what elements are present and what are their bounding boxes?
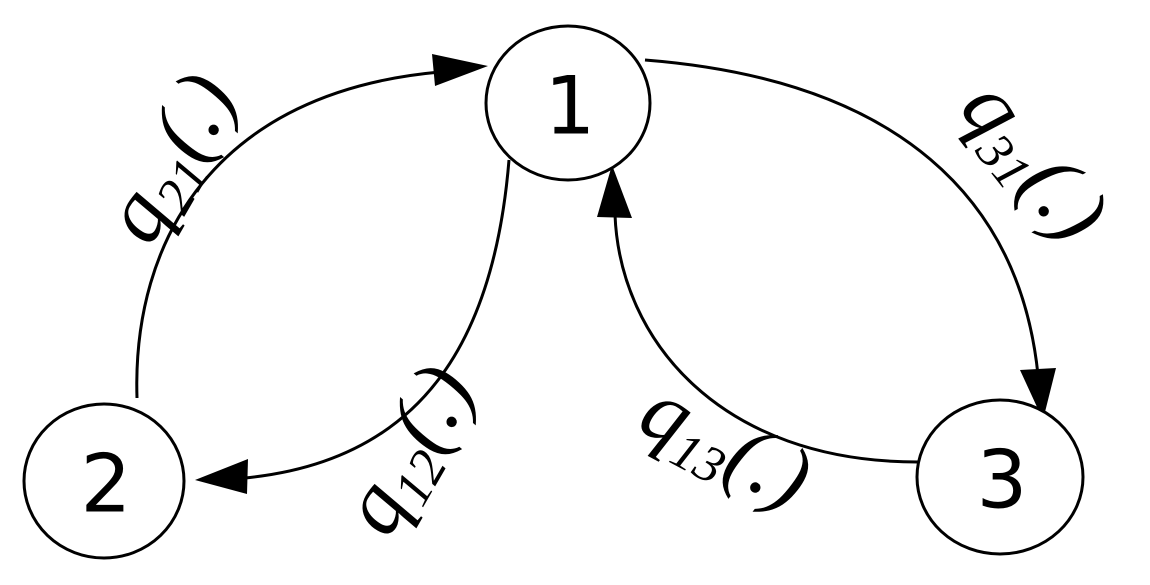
edge-2-to-1-line: [135, 70, 441, 399]
edge-label-q21-argument: (.): [131, 57, 255, 175]
edge-2-to-1-arrowhead: [432, 54, 488, 86]
edge-2-to-1: [135, 54, 488, 399]
edge-1-to-2-arrowhead: [195, 459, 248, 494]
svg-text:q13(.): q13(.): [623, 360, 827, 534]
edge-1-to-3: [644, 58, 1056, 420]
edge-3-to-1: [597, 165, 919, 464]
edge-1-to-2-line: [244, 159, 511, 480]
svg-text:q31(.): q31(.): [938, 61, 1128, 264]
edge-label-q21: q21(.): [83, 57, 261, 261]
node-1: 1: [484, 24, 652, 182]
node-3: 3: [915, 398, 1085, 556]
edge-label-q13-argument: (.): [710, 405, 827, 528]
node-3-label: 3: [977, 434, 1028, 527]
edge-label-q13: q13(.): [623, 360, 827, 534]
edge-label-q12-argument: (.): [369, 349, 493, 467]
edge-1-to-3-arrowhead: [1020, 368, 1056, 420]
edge-label-q31: q31(.): [938, 61, 1128, 264]
edge-1-to-2: [195, 159, 511, 494]
edge-1-to-3-line: [644, 58, 1040, 376]
svg-text:q21(.): q21(.): [83, 57, 261, 261]
edge-3-to-1-arrowhead: [597, 165, 632, 218]
node-2-label: 2: [81, 438, 132, 531]
node-1-label: 1: [545, 60, 596, 153]
node-2: 2: [22, 402, 186, 560]
edge-3-to-1-line: [613, 214, 919, 464]
